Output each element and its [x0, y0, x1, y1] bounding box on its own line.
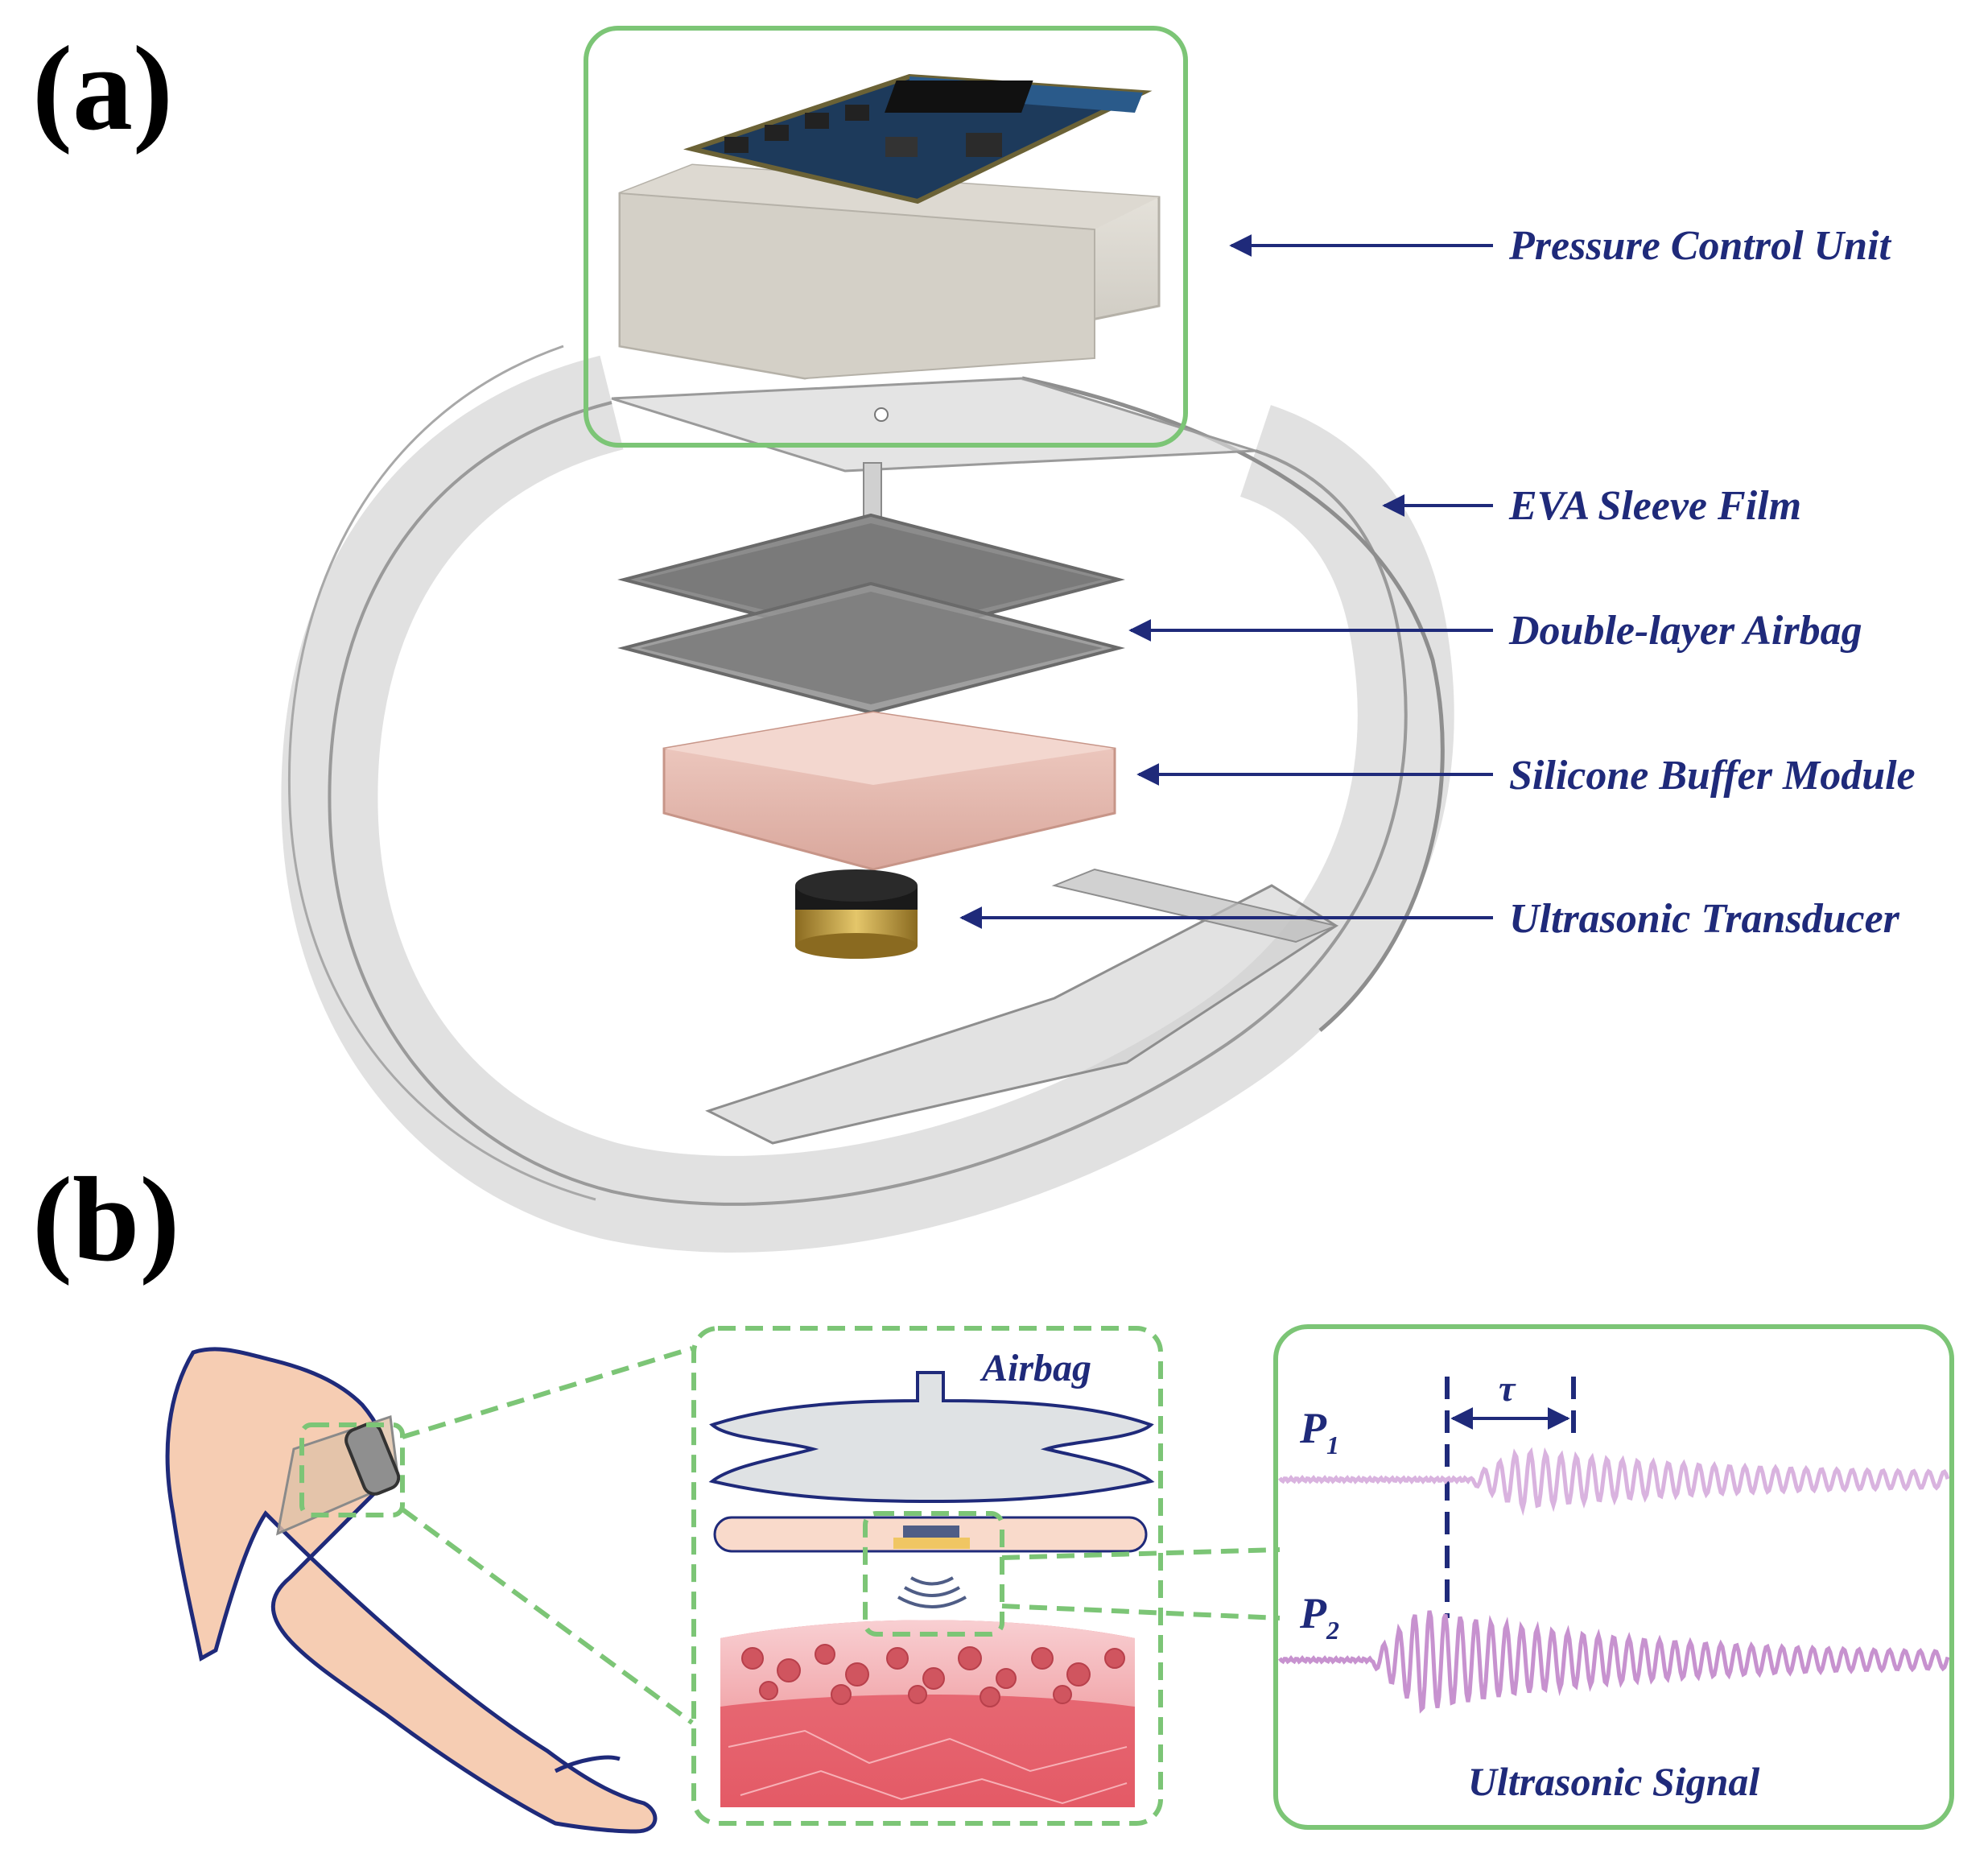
pcu-highlight-frame: [584, 26, 1188, 448]
zoom-line-signal-upper: [1001, 1547, 1281, 1560]
pressure-control-unit: [618, 73, 1161, 380]
silicone-buffer-module: [662, 711, 1116, 871]
leg-illustration: [165, 1347, 658, 1834]
panel-a-label: (a): [32, 22, 173, 155]
signal-title: Ultrasonic Signal: [1468, 1759, 1760, 1804]
double-layer-airbag: [617, 513, 1125, 715]
callout-label-pcu: Pressure Control Unit: [1508, 223, 1891, 269]
callout-pressure-control-unit: Pressure Control Unit: [1229, 223, 1891, 269]
callout-ultrasonic-transducer: Ultrasonic Transducer: [959, 896, 1900, 942]
transducer-zoom-box: [863, 1511, 1004, 1637]
p1-label-sub: 1: [1326, 1431, 1339, 1459]
p1-label: P1: [1299, 1404, 1339, 1459]
leg-zoom-box: [299, 1422, 405, 1517]
inset-cross-section: Airbag: [691, 1326, 1163, 1826]
callout-label-eva: EVA Sleeve Film: [1508, 483, 1801, 529]
callout-silicone-buffer-module: Silicone Buffer Module: [1136, 753, 1916, 799]
p1-label-main: P: [1299, 1404, 1327, 1452]
p2-label-main: P: [1299, 1589, 1327, 1637]
panel-b-label: (b): [32, 1153, 179, 1286]
callout-eva-sleeve-film: EVA Sleeve Film: [1382, 483, 1801, 529]
callout-label-silicone: Silicone Buffer Module: [1509, 753, 1916, 799]
callout-double-layer-airbag: Double-layer Airbag: [1128, 608, 1862, 654]
zoom-line-lower: [401, 1507, 694, 1725]
zoom-line-signal-lower: [1001, 1604, 1281, 1620]
ultrasonic-transducer: [795, 869, 918, 959]
zoom-line-upper: [402, 1346, 693, 1439]
callout-label-airbag: Double-layer Airbag: [1508, 608, 1862, 654]
signal-frame: [1273, 1324, 1954, 1830]
inset-airbag-label: Airbag: [980, 1347, 1091, 1389]
ultrasonic-signal-panel: τ P1 P2 Ultrasonic Signal: [1273, 1324, 1954, 1830]
p2-label: P2: [1299, 1589, 1339, 1645]
p2-waveform: [1278, 1610, 1950, 1714]
tau-label: τ: [1499, 1368, 1516, 1409]
callout-label-transducer: Ultrasonic Transducer: [1509, 896, 1900, 942]
p2-label-sub: 2: [1326, 1616, 1339, 1645]
p1-waveform: [1278, 1447, 1950, 1517]
inset-frame: [691, 1326, 1163, 1826]
eva-sleeve-film: [281, 345, 1454, 1253]
